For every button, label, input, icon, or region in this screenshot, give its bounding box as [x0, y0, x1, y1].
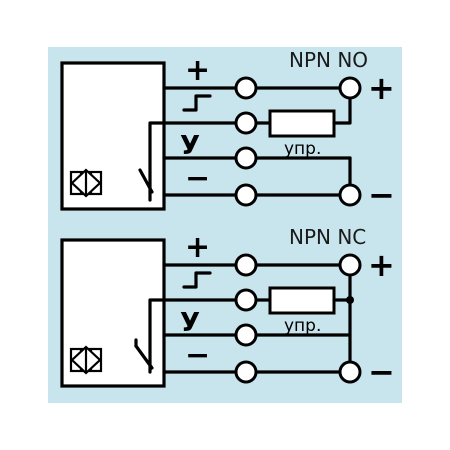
- load-resistor: [268, 109, 336, 138]
- wire-plus-label: +: [185, 53, 210, 88]
- contact-no-icon: [138, 168, 154, 194]
- supply-terminal-minus: [338, 360, 362, 384]
- wire-minus-label: −: [185, 338, 210, 373]
- contact-nc-icon: [134, 344, 154, 370]
- supply-minus-label: −: [368, 176, 395, 214]
- panel-npn-no: NPN NO + У − упр.: [60, 48, 395, 214]
- terminal-output: [234, 111, 258, 135]
- panel-title-npn-no: NPN NO: [289, 48, 368, 72]
- load-label: упр.: [284, 139, 321, 159]
- inductive-sensor-icon: [69, 345, 103, 375]
- panel-npn-nc: NPN NC + У − упр. +: [60, 225, 395, 391]
- load-label: упр.: [284, 316, 321, 336]
- internal-contact-line: [148, 121, 166, 202]
- supply-terminal-minus: [338, 183, 362, 207]
- internal-contact-line: [148, 298, 166, 374]
- wire-minus-label: −: [185, 161, 210, 196]
- supply-plus-label: +: [368, 246, 395, 284]
- junction-dot: [346, 296, 354, 304]
- terminal-control: [234, 323, 258, 347]
- wire-control-label: У: [180, 308, 200, 338]
- output-pulse-icon: [182, 271, 212, 289]
- terminal-control: [234, 146, 258, 170]
- terminal-minus: [234, 360, 258, 384]
- supply-terminal-plus: [338, 253, 362, 277]
- wire-plus-label: +: [185, 230, 210, 265]
- panel-title-npn-nc: NPN NC: [289, 225, 366, 249]
- terminal-plus: [234, 253, 258, 277]
- wire-control-label: У: [180, 131, 200, 161]
- output-pulse-icon: [182, 94, 212, 112]
- terminal-minus: [234, 183, 258, 207]
- inductive-sensor-icon: [69, 168, 103, 198]
- terminal-output: [234, 288, 258, 312]
- supply-plus-label: +: [368, 69, 395, 107]
- supply-minus-label: −: [368, 353, 395, 391]
- supply-terminal-plus: [338, 76, 362, 100]
- terminal-plus: [234, 76, 258, 100]
- load-resistor: [268, 286, 336, 315]
